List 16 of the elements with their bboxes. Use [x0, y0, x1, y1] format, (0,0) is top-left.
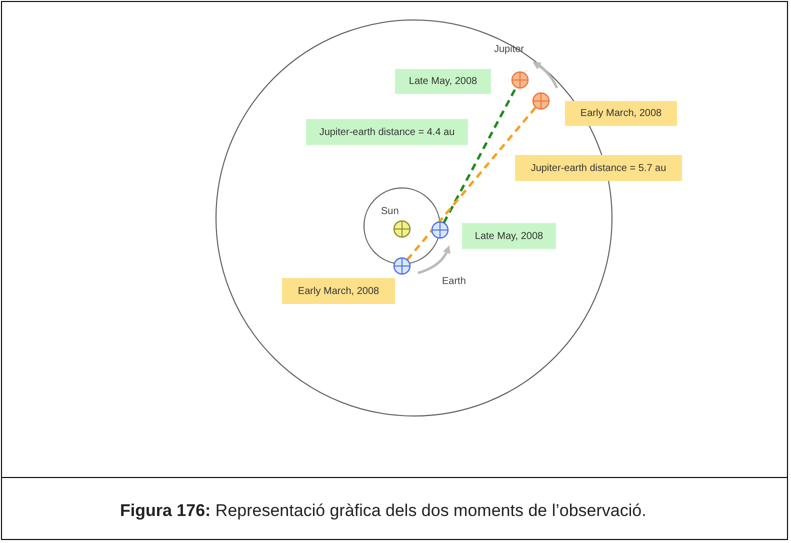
date-label-box: Late May, 2008: [462, 223, 556, 249]
sight-line: [406, 106, 537, 261]
planet-icon: [532, 92, 550, 110]
date-label-box: Early March, 2008: [282, 278, 395, 304]
distance-label-box: Jupiter-earth distance = 5.7 au: [515, 155, 682, 181]
planet-icon: [393, 220, 411, 238]
date-label-box: Early March, 2008: [565, 101, 677, 126]
planet-icon: [511, 71, 529, 89]
sight-line: [442, 86, 518, 224]
planet-icon: [393, 257, 411, 275]
planet-icon: [431, 221, 449, 239]
distance-label-box: Jupiter-earth distance = 4.4 au: [306, 119, 468, 145]
date-label-box: Late May, 2008: [395, 69, 491, 94]
planet-name: Earth: [442, 276, 466, 287]
planet-name: Sun: [381, 206, 399, 217]
figure-caption: Figura 176: Representació gràfica dels dos moments de l’observació.: [120, 501, 646, 521]
